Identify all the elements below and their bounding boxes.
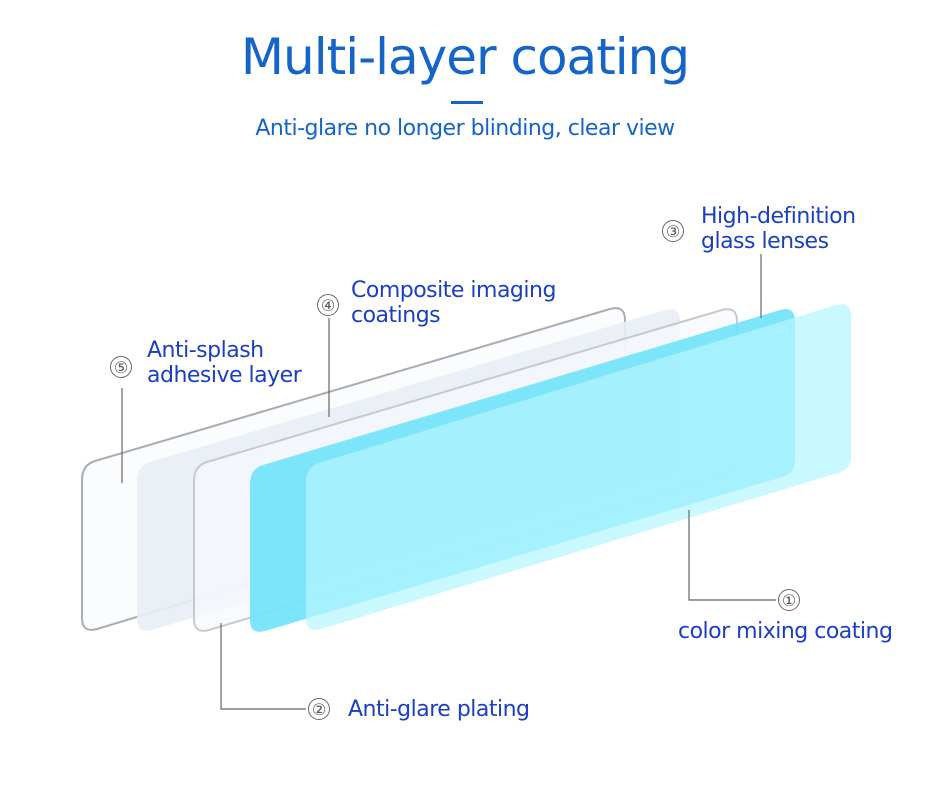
leader-line-2 bbox=[220, 623, 306, 710]
layer-label-5: Anti-splash adhesive layer bbox=[147, 338, 302, 388]
layer-number-3: ③ bbox=[662, 220, 684, 242]
page-title: Multi-layer coating bbox=[240, 28, 690, 86]
layer-label-2: Anti-glare plating bbox=[348, 697, 530, 722]
page-subtitle: Anti-glare no longer blinding, clear vie… bbox=[255, 116, 675, 141]
title-underline bbox=[451, 101, 483, 104]
layer-label-1: color mixing coating bbox=[678, 619, 893, 644]
layer-number-5: ⑤ bbox=[110, 356, 132, 378]
layer-label-4: Composite imaging coatings bbox=[351, 278, 556, 328]
layer-label-3: High-definition glass lenses bbox=[701, 204, 856, 254]
layer-color-mixing bbox=[306, 304, 851, 630]
layer-number-4: ④ bbox=[317, 294, 339, 316]
layer-number-2: ② bbox=[308, 698, 330, 720]
layer-number-1: ① bbox=[778, 589, 800, 611]
leader-line-1 bbox=[688, 510, 776, 601]
